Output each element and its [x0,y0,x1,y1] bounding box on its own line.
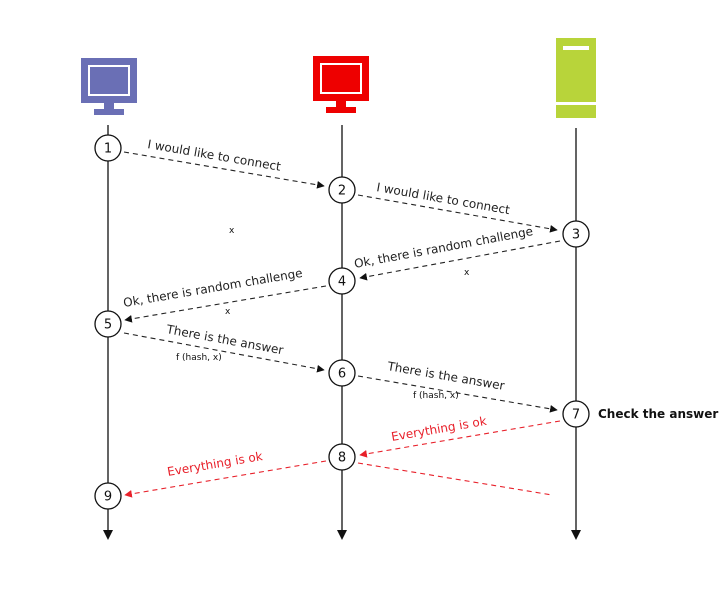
arrow-6-7 [357,375,558,413]
message-labels: I would like to connect I would like to … [122,137,534,479]
step-4-label: 4 [338,275,346,290]
arrow-4-5 [124,285,327,323]
label-m8: Everything is ok [166,449,264,479]
step-6: 6 [328,359,356,387]
step-7-label: 7 [572,408,580,423]
annotation-f1: f (hash, x) [176,353,222,363]
arrow-5-6 [123,332,325,373]
arrow-7-8 [359,420,561,458]
step-1: 1 [94,134,122,162]
step-8-label: 8 [338,451,346,466]
annotation-x-c: x [225,307,231,317]
arrow-2-3 [357,194,558,233]
step-9: 9 [94,482,122,510]
annotation-f2: f (hash, x) [413,391,459,401]
arrow-3-4 [359,240,561,281]
arrow-8-9 [124,460,327,498]
step-9-label: 9 [104,490,112,505]
step-8: 8 [328,443,356,471]
label-m6: There is the answer [386,359,506,393]
step-5: 5 [94,310,122,338]
step-7: 7 [562,400,590,428]
label-m4: Ok, there is random challenge [122,266,303,310]
label-m7: Everything is ok [390,414,488,444]
lifeline-arrow-server [571,530,581,540]
message-arrows [123,151,561,498]
annotation-check: Check the answer [598,407,718,421]
label-m1: I would like to connect [146,137,282,174]
attacker-computer-icon [313,56,369,113]
step-5-label: 5 [104,318,112,333]
arrow-1-2 [123,151,325,189]
step-2: 2 [328,176,356,204]
step-circles: 1 2 3 4 5 6 7 8 [94,134,590,510]
annotations: x x x f (hash, x) f (hash, x) Check the … [176,226,718,421]
client-computer-icon [81,58,137,115]
step-6-label: 6 [338,367,346,382]
step-3-label: 3 [572,228,580,243]
lifeline-arrow-client [103,530,113,540]
step-4: 4 [328,267,356,295]
step-2-label: 2 [338,184,346,199]
server-icon [556,38,596,118]
annotation-x-b: x [464,268,470,278]
step-3: 3 [562,220,590,248]
dangling-red-line [357,462,553,496]
label-m3: Ok, there is random challenge [353,224,534,271]
lifeline-arrow-attacker [337,530,347,540]
step-1-label: 1 [104,142,112,157]
annotation-x-a: x [229,226,235,236]
label-m2: I would like to connect [375,180,511,217]
